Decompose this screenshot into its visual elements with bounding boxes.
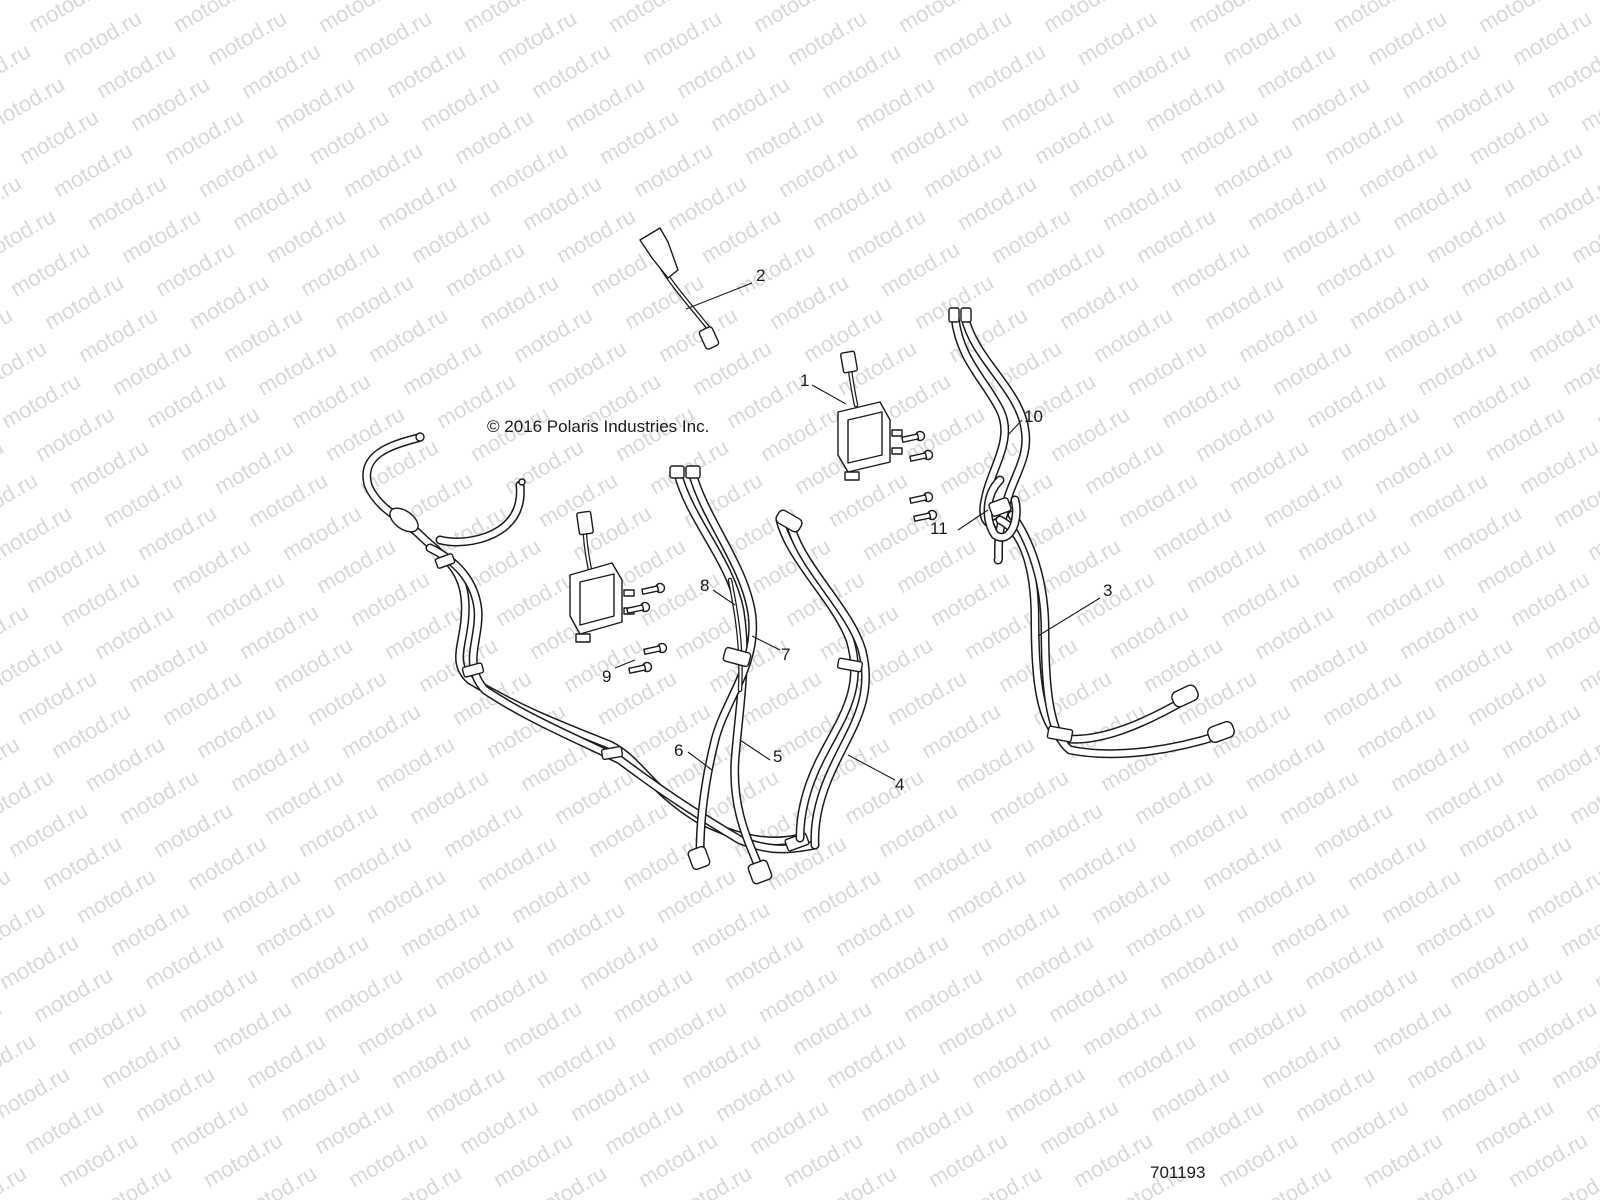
cable-3-10-run	[948, 307, 1235, 759]
sensor-lead	[639, 227, 720, 350]
watermark-text: motod.ru	[0, 1160, 31, 1200]
leader-lines	[614, 282, 1101, 781]
callout-10: 10	[1024, 407, 1043, 426]
leader-7	[751, 635, 781, 651]
callout-5: 5	[773, 747, 783, 766]
callout-7: 7	[781, 645, 791, 664]
callout-4: 4	[895, 775, 905, 794]
leader-1	[811, 384, 847, 405]
relay-lower	[569, 510, 635, 643]
leader-2	[685, 282, 753, 310]
leader-9	[614, 659, 636, 669]
leader-8	[712, 589, 736, 606]
callout-8: 8	[700, 576, 710, 595]
callout-6: 6	[674, 741, 684, 760]
copyright-text: © 2016 Polaris Industries Inc.	[487, 417, 710, 436]
callout-11: 11	[930, 519, 948, 538]
leader-11	[957, 509, 989, 531]
cable-5-8-run	[669, 465, 773, 885]
screws-lower	[626, 582, 668, 674]
leader-10	[1007, 419, 1023, 436]
cable-4-run	[775, 509, 871, 850]
leader-6	[687, 751, 713, 771]
callout-9: 9	[602, 667, 612, 686]
watermark-text: motod.ru	[0, 1193, 65, 1200]
main-cable-harness	[362, 432, 820, 854]
callout-2: 2	[756, 266, 766, 285]
relay-upper	[837, 350, 903, 481]
callout-1: 1	[800, 371, 810, 390]
leader-4	[847, 754, 896, 781]
screws-upper	[901, 430, 938, 522]
figure-number: 701193	[1150, 1163, 1206, 1182]
leader-3	[1037, 597, 1101, 637]
callout-3: 3	[1103, 581, 1113, 600]
watermark-text: motod.ru	[1585, 0, 1600, 4]
leader-5	[739, 739, 771, 761]
